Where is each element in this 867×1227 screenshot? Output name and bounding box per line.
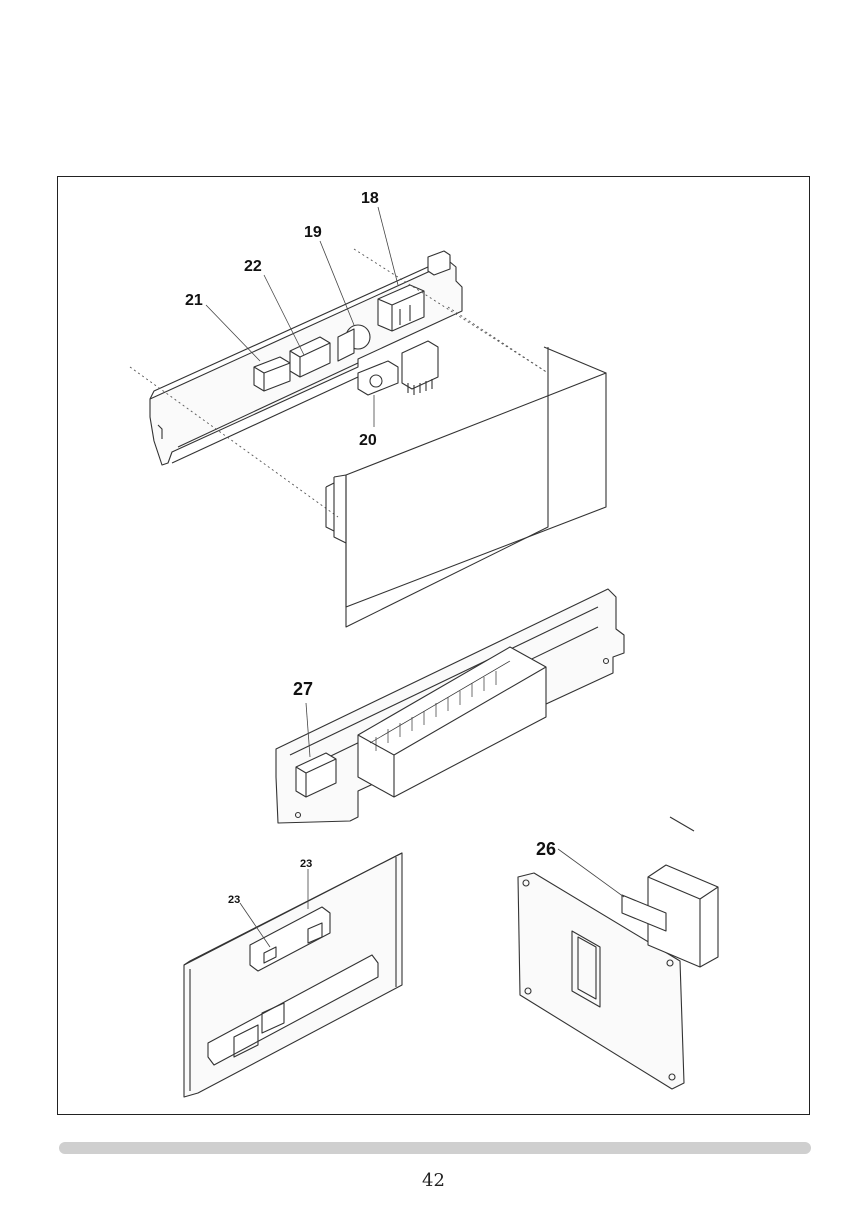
callout-26: 26 <box>536 839 556 859</box>
relay-27 <box>295 752 337 798</box>
terminal-housing <box>357 646 547 798</box>
callout-21: 21 <box>185 292 203 309</box>
diagram-frame: 18 19 22 21 20 27 26 23 23 <box>57 176 810 1115</box>
callout-27: 27 <box>293 679 313 699</box>
callout-19: 19 <box>304 224 322 241</box>
enclosure-box <box>325 346 607 628</box>
component-19 <box>337 324 371 362</box>
component-20 <box>357 360 399 396</box>
callout-22: 22 <box>244 258 262 275</box>
callout-18: 18 <box>361 190 379 207</box>
page-number: 42 <box>422 1170 445 1191</box>
callout-20: 20 <box>359 432 377 449</box>
terminal-block <box>401 340 439 395</box>
callout-23-right: 23 <box>300 858 312 870</box>
bottom-left-pcb-panel <box>183 852 403 1098</box>
footer-divider-bar <box>59 1142 811 1154</box>
cover-box <box>621 864 719 968</box>
bottom-right-mounting-plate <box>517 872 685 1090</box>
guide-lines <box>129 248 549 518</box>
leader-lines <box>205 206 625 948</box>
exploded-parts-diagram: 18 19 22 21 20 27 26 23 23 <box>129 190 719 1098</box>
loose-part-line <box>669 816 695 832</box>
relay-21 <box>253 356 291 392</box>
callout-23-left: 23 <box>228 894 240 906</box>
